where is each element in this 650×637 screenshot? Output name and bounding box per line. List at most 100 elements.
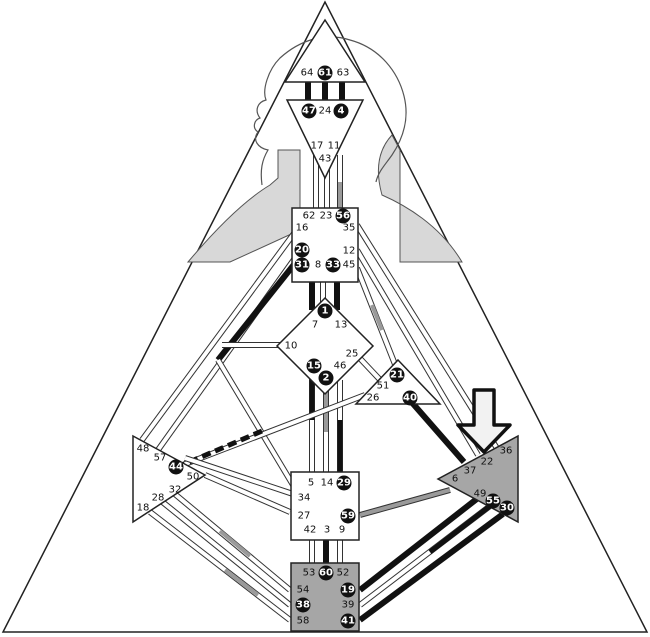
gate-55: 55 (486, 496, 500, 507)
gate-7: 7 (312, 320, 318, 331)
channel-41-30 (358, 511, 505, 623)
gate-1: 1 (322, 306, 329, 317)
gate-3: 3 (324, 525, 330, 536)
channel-12-22 (354, 248, 481, 457)
gate-37: 37 (464, 466, 477, 477)
gate-40-marker (402, 390, 418, 406)
gate-1-marker (317, 303, 333, 319)
gate-61: 61 (318, 68, 332, 79)
gate-8: 8 (315, 260, 321, 271)
gate-58: 58 (297, 616, 310, 627)
gate-59: 59 (341, 511, 355, 522)
gate-23: 23 (320, 211, 333, 222)
channel-32-54 (168, 487, 292, 593)
gate-41: 41 (341, 616, 355, 627)
gate-4: 4 (338, 106, 345, 117)
gate-11: 11 (328, 141, 341, 152)
gate-33-marker (325, 257, 341, 273)
gate-50: 50 (187, 472, 200, 483)
gate-32: 32 (169, 485, 182, 496)
head-center (283, 18, 367, 83)
channel-39-55 (358, 503, 492, 608)
gate-4-marker (333, 103, 349, 119)
gate-63: 63 (337, 68, 350, 79)
gate-38: 38 (296, 600, 310, 611)
gate-30: 30 (500, 503, 514, 514)
gate-56-marker (335, 208, 351, 224)
gate-61-marker (317, 65, 333, 81)
centers-layer (132, 18, 519, 632)
gate-57: 57 (154, 453, 167, 464)
channel-45-21 (354, 266, 401, 374)
human-head-silhouette (186, 36, 463, 263)
gate-5: 5 (308, 478, 314, 489)
gate-labels-layer: 64 61 63 47 24 4 17 11 43 62 23 56 16 35… (137, 65, 515, 629)
gate-55-marker (485, 493, 501, 509)
gate-35: 35 (343, 223, 356, 234)
gate-26: 26 (367, 393, 380, 404)
gate-38-marker (295, 597, 311, 613)
gate-18: 18 (137, 503, 150, 514)
gate-25: 25 (346, 349, 359, 360)
gate-43: 43 (319, 154, 332, 165)
gate-44-marker (168, 459, 184, 475)
gate-47: 47 (302, 106, 316, 117)
gate-16: 16 (296, 223, 309, 234)
gate-64: 64 (301, 68, 314, 79)
gate-33: 33 (326, 260, 340, 271)
gate-27: 27 (298, 511, 311, 522)
gate-9: 9 (339, 525, 345, 536)
gate-13: 13 (335, 320, 348, 331)
gate-24: 24 (319, 106, 332, 117)
gate-59-marker (340, 508, 356, 524)
gate-29: 29 (337, 478, 351, 489)
gate-6: 6 (452, 474, 458, 485)
gate-47-marker (301, 103, 317, 119)
gate-20-marker (294, 242, 310, 258)
gate-19: 19 (341, 585, 355, 596)
gate-54: 54 (297, 585, 310, 596)
channel-28-38 (158, 497, 292, 608)
channel-57-34 (184, 455, 297, 498)
gate-31: 31 (295, 260, 309, 271)
channel-50-27 (203, 472, 292, 515)
gate-46: 46 (334, 361, 347, 372)
down-arrow-icon (456, 388, 512, 454)
gate-41-marker (340, 613, 356, 629)
gate-15-marker (306, 358, 322, 374)
gate-39: 39 (342, 600, 355, 611)
gate-60-marker (318, 565, 334, 581)
gate-48: 48 (137, 444, 150, 455)
gate-29-marker (336, 475, 352, 491)
gate-44: 44 (169, 462, 183, 473)
gate-45: 45 (343, 260, 356, 271)
gate-34: 34 (298, 493, 311, 504)
gate-49: 49 (474, 489, 487, 500)
gate-2-marker (318, 370, 334, 386)
ajna-center (285, 99, 365, 180)
gate-62: 62 (303, 211, 316, 222)
gate-36: 36 (500, 446, 513, 457)
gate-12: 12 (343, 246, 356, 257)
gate-22: 22 (481, 457, 494, 468)
gate-60: 60 (319, 568, 333, 579)
gate-15: 15 (307, 361, 321, 372)
gate-21: 21 (390, 370, 404, 381)
gate-53: 53 (303, 568, 316, 579)
spleen-center (132, 434, 207, 524)
gate-52: 52 (337, 568, 350, 579)
gate-28: 28 (152, 493, 165, 504)
channel-19-49 (358, 495, 480, 593)
gate-42: 42 (304, 525, 317, 536)
g-center (275, 296, 375, 396)
gate-51: 51 (377, 381, 390, 392)
gate-19-marker (340, 582, 356, 598)
gate-2: 2 (323, 373, 330, 384)
gate-30-marker (499, 500, 515, 516)
gate-40: 40 (403, 393, 417, 404)
channel-40-37 (405, 396, 467, 464)
gate-56: 56 (336, 211, 350, 222)
gate-31-marker (294, 257, 310, 273)
gate-10: 10 (285, 341, 298, 352)
